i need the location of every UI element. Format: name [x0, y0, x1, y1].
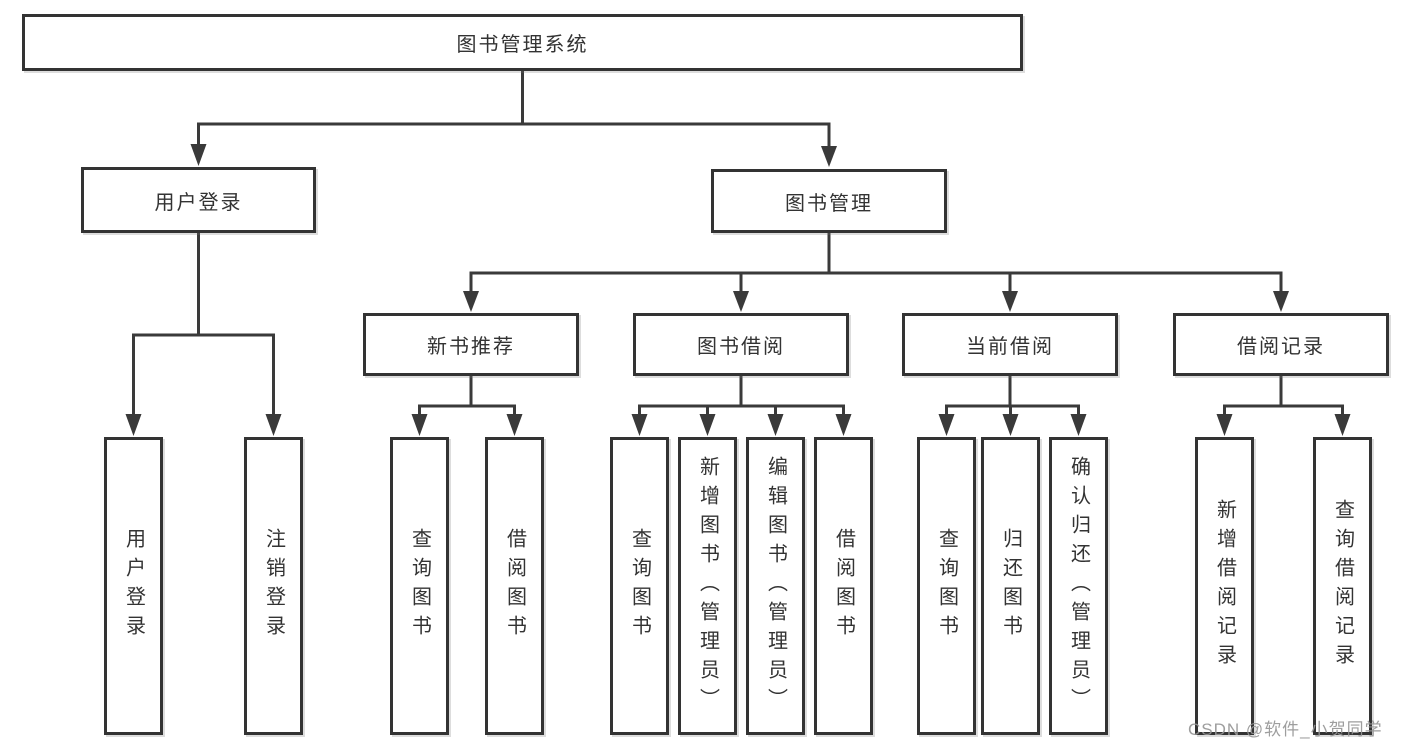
leaf-confirm-return-admin: 确认归还（管理员） — [1049, 437, 1108, 735]
node-root: 图书管理系统 — [22, 14, 1023, 71]
node-borrow-records: 借阅记录 — [1173, 313, 1389, 376]
leaf-query-borrow-record-label: 查询借阅记录 — [1331, 499, 1354, 673]
leaf-edit-books-admin: 编辑图书（管理员） — [746, 437, 805, 735]
node-user-login: 用户登录 — [81, 167, 316, 233]
node-book-borrow-label: 图书借阅 — [697, 336, 785, 358]
leaf-logout: 注销登录 — [244, 437, 303, 735]
leaf-add-books-admin-label: 新增图书（管理员） — [696, 455, 719, 717]
node-user-login-label: 用户登录 — [154, 191, 243, 214]
node-new-book-recommend-label: 新书推荐 — [427, 336, 515, 358]
node-current-borrow-label: 当前借阅 — [966, 336, 1054, 358]
node-book-management-label: 图书管理 — [785, 192, 873, 215]
node-new-book-recommend: 新书推荐 — [363, 313, 579, 376]
leaf-query-books-borrow: 查询图书 — [610, 437, 669, 735]
node-book-borrow: 图书借阅 — [633, 313, 849, 376]
leaf-query-books-current-label: 查询图书 — [935, 528, 958, 644]
leaf-user-login: 用户登录 — [104, 437, 163, 735]
leaf-query-books-current: 查询图书 — [917, 437, 976, 735]
leaf-edit-books-admin-label: 编辑图书（管理员） — [764, 455, 787, 717]
leaf-borrow-books-recommend: 借阅图书 — [485, 437, 544, 735]
leaf-query-books-recommend-label: 查询图书 — [408, 528, 431, 644]
leaf-add-books-admin: 新增图书（管理员） — [678, 437, 737, 735]
leaf-logout-label: 注销登录 — [262, 528, 285, 644]
leaf-query-books-borrow-label: 查询图书 — [628, 528, 651, 644]
node-current-borrow: 当前借阅 — [902, 313, 1118, 376]
node-root-label: 图书管理系统 — [456, 34, 589, 56]
leaf-add-borrow-record-label: 新增借阅记录 — [1213, 499, 1236, 673]
node-borrow-records-label: 借阅记录 — [1237, 336, 1325, 358]
watermark: CSDN @软件_小贺同学 — [1188, 720, 1383, 739]
leaf-query-books-recommend: 查询图书 — [390, 437, 449, 735]
node-book-management: 图书管理 — [711, 169, 947, 233]
leaf-borrow-books-borrow: 借阅图书 — [814, 437, 873, 735]
leaf-borrow-books-borrow-label: 借阅图书 — [832, 528, 855, 644]
leaf-user-login-label: 用户登录 — [122, 528, 145, 644]
leaf-return-books-label: 归还图书 — [999, 528, 1022, 644]
leaf-borrow-books-recommend-label: 借阅图书 — [503, 528, 526, 644]
leaf-confirm-return-admin-label: 确认归还（管理员） — [1067, 455, 1090, 717]
leaf-query-borrow-record: 查询借阅记录 — [1313, 437, 1372, 735]
leaf-return-books: 归还图书 — [981, 437, 1040, 735]
leaf-add-borrow-record: 新增借阅记录 — [1195, 437, 1254, 735]
